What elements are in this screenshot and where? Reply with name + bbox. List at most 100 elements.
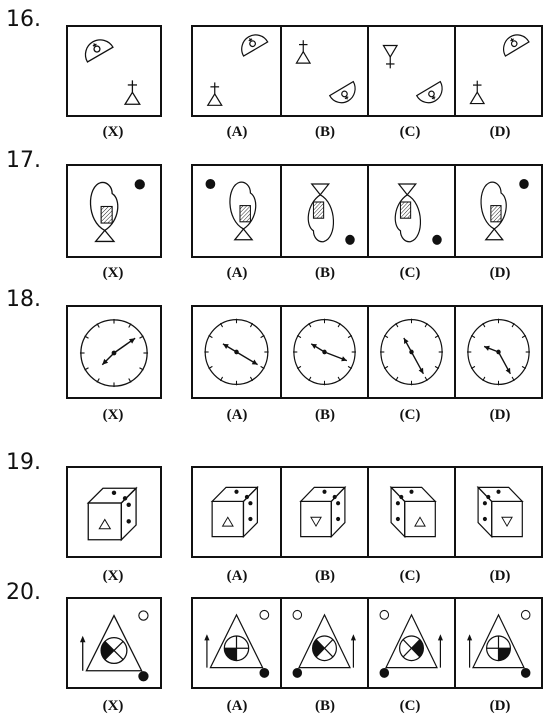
black-dot-icon	[519, 178, 529, 190]
answer-options-box	[191, 597, 543, 689]
figure-b	[299, 485, 347, 539]
triangle-cross-icon	[382, 44, 399, 69]
label-c: (C)	[399, 698, 421, 714]
question-number: 20.	[6, 580, 41, 605]
question-number: 18.	[6, 287, 41, 312]
figure-d	[476, 485, 524, 539]
heart-shape-icon	[307, 183, 335, 243]
die-cube-icon	[86, 486, 138, 542]
figure-c	[389, 485, 437, 539]
black-dot-icon	[432, 234, 442, 245]
label-x: (X)	[102, 265, 124, 281]
label-a: (A)	[226, 265, 248, 281]
figure-x	[84, 39, 141, 105]
figure-c	[382, 44, 443, 104]
heart-shape-icon	[89, 181, 119, 243]
label-a: (A)	[226, 698, 248, 714]
triangle-circle-icon	[79, 614, 143, 672]
option-panel-c[interactable]	[367, 307, 454, 397]
label-c: (C)	[399, 568, 421, 584]
label-c: (C)	[399, 124, 421, 140]
figure-a	[206, 34, 269, 106]
figure-a	[204, 609, 270, 678]
answer-options-box	[191, 305, 543, 399]
figure-d	[469, 34, 530, 105]
die-cube-icon	[210, 485, 259, 539]
label-x: (X)	[102, 124, 124, 140]
triangle-cross-icon	[206, 82, 223, 106]
figure-b	[293, 318, 356, 386]
label-b: (B)	[315, 124, 335, 140]
option-panel-a[interactable]	[193, 468, 280, 556]
label-b: (B)	[315, 265, 335, 281]
option-panel-a[interactable]	[193, 166, 280, 256]
question-number: 17.	[6, 148, 41, 173]
option-panel-a[interactable]	[193, 307, 280, 397]
label-d: (D)	[489, 407, 511, 423]
triangle-circle-icon	[204, 613, 264, 669]
white-dot-icon	[259, 609, 270, 620]
label-d: (D)	[489, 124, 511, 140]
triangle-circle-icon	[385, 613, 443, 669]
triangle-cross-icon	[295, 40, 312, 64]
figure-c	[380, 318, 443, 386]
label-c: (C)	[399, 407, 421, 423]
option-panel-a[interactable]	[193, 27, 280, 115]
white-dot-icon	[292, 609, 303, 620]
black-dot-icon	[138, 671, 149, 682]
heart-shape-icon	[229, 181, 257, 241]
white-dot-icon	[520, 609, 531, 620]
option-panel-a[interactable]	[193, 599, 280, 687]
option-panel-b[interactable]	[280, 468, 367, 556]
clock-face-icon	[293, 318, 356, 386]
label-b: (B)	[315, 407, 335, 423]
question-figure-box	[66, 466, 162, 558]
figure-d	[467, 318, 530, 386]
option-panel-d[interactable]	[454, 307, 541, 397]
figure-b	[295, 40, 356, 104]
question-number: 16.	[6, 7, 41, 32]
option-panel-d[interactable]	[454, 27, 541, 115]
figure-b	[292, 609, 356, 678]
venus-semicircle-icon	[241, 34, 269, 57]
black-dot-icon	[205, 178, 216, 190]
label-d: (D)	[489, 265, 511, 281]
die-cube-icon	[299, 485, 347, 539]
option-panel-c[interactable]	[367, 468, 454, 556]
option-panel-b[interactable]	[280, 166, 367, 256]
option-panel-d[interactable]	[454, 468, 541, 556]
die-cube-icon	[476, 485, 524, 539]
option-panel-c[interactable]	[367, 166, 454, 256]
question-figure-box	[66, 597, 162, 689]
clock-face-icon	[79, 318, 149, 388]
answer-options-box	[191, 25, 543, 117]
figure-x	[89, 179, 145, 243]
option-panel-b[interactable]	[280, 307, 367, 397]
label-b: (B)	[315, 698, 335, 714]
option-panel-c[interactable]	[367, 27, 454, 115]
triangle-cross-icon	[123, 80, 141, 105]
white-dot-icon	[138, 610, 149, 621]
figure-a	[205, 178, 257, 241]
question-figure-box	[66, 305, 162, 399]
option-panel-d[interactable]	[454, 166, 541, 256]
figure-x	[79, 610, 149, 682]
option-panel-b[interactable]	[280, 599, 367, 687]
figure-x	[79, 318, 149, 388]
option-panel-d[interactable]	[454, 599, 541, 687]
question-figure-box	[66, 25, 162, 117]
triangle-circle-icon	[298, 613, 356, 669]
label-a: (A)	[226, 407, 248, 423]
figure-a	[210, 485, 259, 539]
figure-a	[204, 318, 269, 386]
answer-options-box	[191, 466, 543, 558]
figure-c	[394, 183, 442, 245]
label-a: (A)	[226, 124, 248, 140]
option-panel-b[interactable]	[280, 27, 367, 115]
black-dot-icon	[520, 667, 531, 678]
venus-semicircle-icon	[328, 80, 356, 104]
heart-shape-icon	[480, 181, 507, 241]
clock-face-icon	[380, 318, 443, 386]
black-dot-icon	[134, 179, 145, 190]
option-panel-c[interactable]	[367, 599, 454, 687]
